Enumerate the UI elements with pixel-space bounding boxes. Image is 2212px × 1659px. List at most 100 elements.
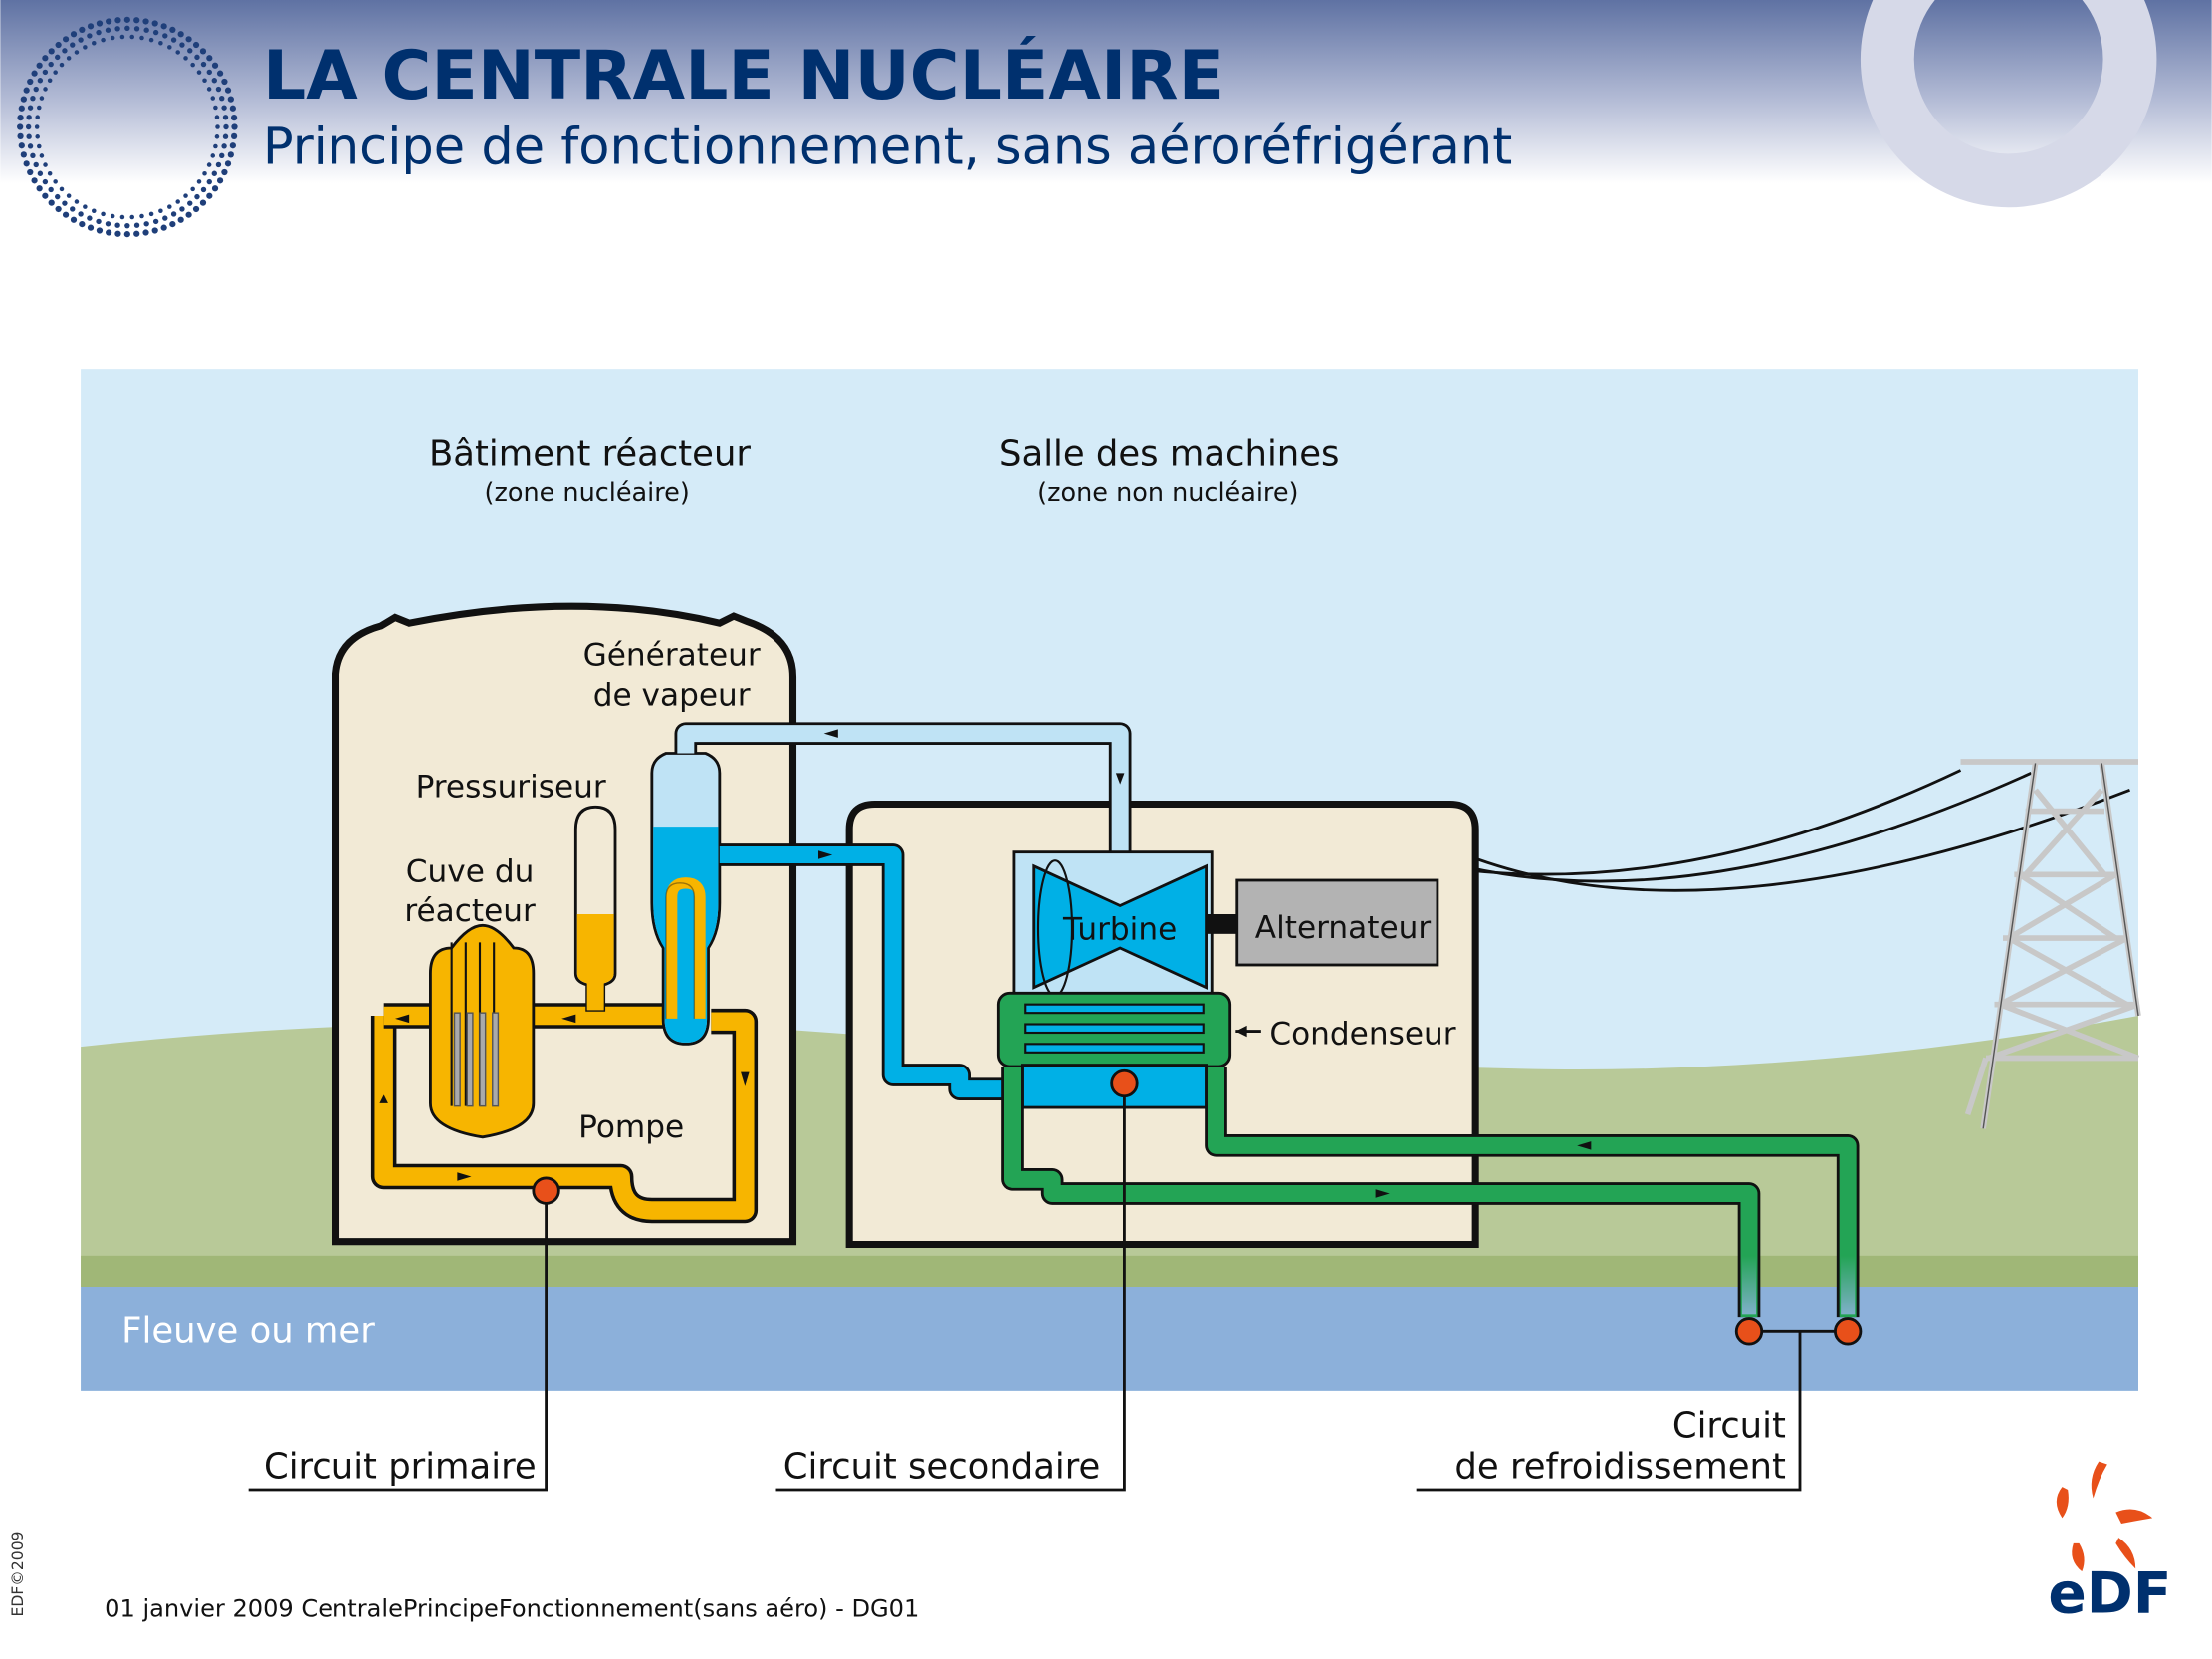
- ring-dot: [160, 224, 167, 231]
- cooling-pump-marker-left: [1734, 1317, 1764, 1346]
- header: LA CENTRALE NUCLÉAIRE Principe de foncti…: [0, 0, 2212, 238]
- vessel-label-2: réacteur: [404, 893, 536, 929]
- ring-dot: [30, 152, 36, 158]
- ring-dot: [133, 222, 140, 228]
- ring-dot: [87, 215, 93, 221]
- secondary-circuit-water: [719, 843, 1030, 1100]
- ring-dot: [143, 27, 149, 33]
- ring-dot: [190, 62, 195, 68]
- steam-generator-label-1: Générateur: [583, 638, 761, 674]
- ring-dot: [70, 42, 76, 48]
- page-subtitle: Principe de fonctionnement, sans aéroréf…: [263, 118, 1512, 176]
- ring-dot: [83, 204, 88, 209]
- ring-dot: [55, 193, 61, 200]
- ring-dot: [37, 143, 42, 149]
- ring-dot: [105, 221, 111, 227]
- alternator-icon: [1235, 878, 1439, 967]
- ring-dot: [20, 96, 27, 103]
- ring-dot: [224, 87, 232, 94]
- primary-circuit: Pompe: [370, 805, 759, 1224]
- ring-dot: [48, 48, 55, 55]
- condenser-icon: [996, 991, 1232, 1109]
- water-body: [81, 1287, 2139, 1391]
- ring-dot: [162, 33, 168, 39]
- secondary-circuit-steam: [674, 722, 1132, 858]
- ring-dot: [215, 161, 222, 168]
- ring-dot: [216, 177, 224, 184]
- ring-dot: [124, 222, 130, 229]
- ring-dot: [142, 18, 149, 25]
- ring-dot: [162, 215, 168, 221]
- ring-dot: [123, 231, 130, 238]
- ring-dot: [20, 151, 27, 158]
- ring-dot: [194, 193, 200, 200]
- turbine-icon: [1032, 863, 1208, 990]
- ring-dot: [79, 220, 86, 228]
- ring-dot: [59, 186, 65, 192]
- ring-dot: [37, 78, 44, 84]
- ring-dot: [37, 105, 42, 111]
- header-background: [0, 0, 2212, 184]
- ring-dot: [101, 211, 106, 217]
- primary-pump-marker: [532, 1176, 560, 1205]
- ring-dot: [221, 168, 228, 176]
- ring-dot: [183, 56, 188, 61]
- ring-dot: [106, 18, 112, 25]
- ring-dot: [206, 178, 212, 185]
- ring-dot: [42, 55, 49, 62]
- ring-dot: [177, 216, 184, 223]
- dotted-ring-logo-icon: [17, 16, 238, 238]
- ring-dot: [114, 230, 121, 237]
- ring-dot: [216, 70, 224, 77]
- ring-dot: [48, 186, 54, 193]
- ring-dot: [39, 153, 45, 158]
- ring-dot: [18, 105, 25, 112]
- steam-generator-label-2: de vapeur: [593, 677, 751, 713]
- ring-dot: [185, 211, 192, 218]
- ring-dot: [192, 205, 200, 213]
- ring-dot: [26, 133, 32, 139]
- pressurizer-label: Pressuriseur: [416, 769, 606, 805]
- ring-dot: [221, 78, 228, 86]
- ring-dot: [96, 218, 102, 225]
- ring-dot: [211, 185, 219, 192]
- ring-dot: [78, 211, 84, 217]
- ring-dot: [227, 96, 234, 103]
- ring-dot: [206, 162, 212, 167]
- ring-dot: [206, 55, 213, 62]
- ring-dot: [55, 205, 62, 213]
- ring-dot: [215, 124, 220, 129]
- ring-dot: [33, 161, 39, 168]
- ring-dot: [211, 170, 217, 176]
- ring-dot: [26, 115, 32, 120]
- alternator-label: Alternateur: [1255, 910, 1432, 946]
- ring-dot: [170, 211, 177, 217]
- ring-dot: [222, 115, 229, 120]
- cooling-pump-marker-right: [1834, 1317, 1863, 1346]
- ring-dot: [59, 62, 65, 68]
- ring-dot: [23, 160, 30, 167]
- machine-hall-title: Salle des machines: [999, 434, 1339, 475]
- circuit-callouts: [248, 1095, 1802, 1492]
- cooling-circuit-label-2: de refroidissement: [1454, 1447, 1786, 1488]
- ring-dot: [119, 214, 125, 220]
- edf-logo-icon: eDF: [2048, 1461, 2172, 1626]
- ring-dot: [229, 142, 236, 149]
- ring-dot: [105, 27, 111, 33]
- ring-dot: [213, 143, 218, 149]
- ring-dot: [190, 186, 195, 192]
- condenser-label: Condenseur: [1269, 1016, 1455, 1052]
- ring-dot: [177, 31, 184, 38]
- ring-dot: [37, 170, 44, 176]
- ring-dot: [214, 134, 220, 139]
- ring-dot: [34, 124, 40, 129]
- reactor-building-title: Bâtiment réacteur: [429, 434, 751, 475]
- ring-dot: [210, 96, 216, 101]
- ring-dot: [194, 54, 200, 61]
- ring-dot: [66, 56, 72, 61]
- ring-dot: [148, 37, 154, 43]
- riverbank: [81, 1255, 2139, 1287]
- ring-dot: [101, 37, 106, 43]
- ring-dot: [31, 177, 38, 184]
